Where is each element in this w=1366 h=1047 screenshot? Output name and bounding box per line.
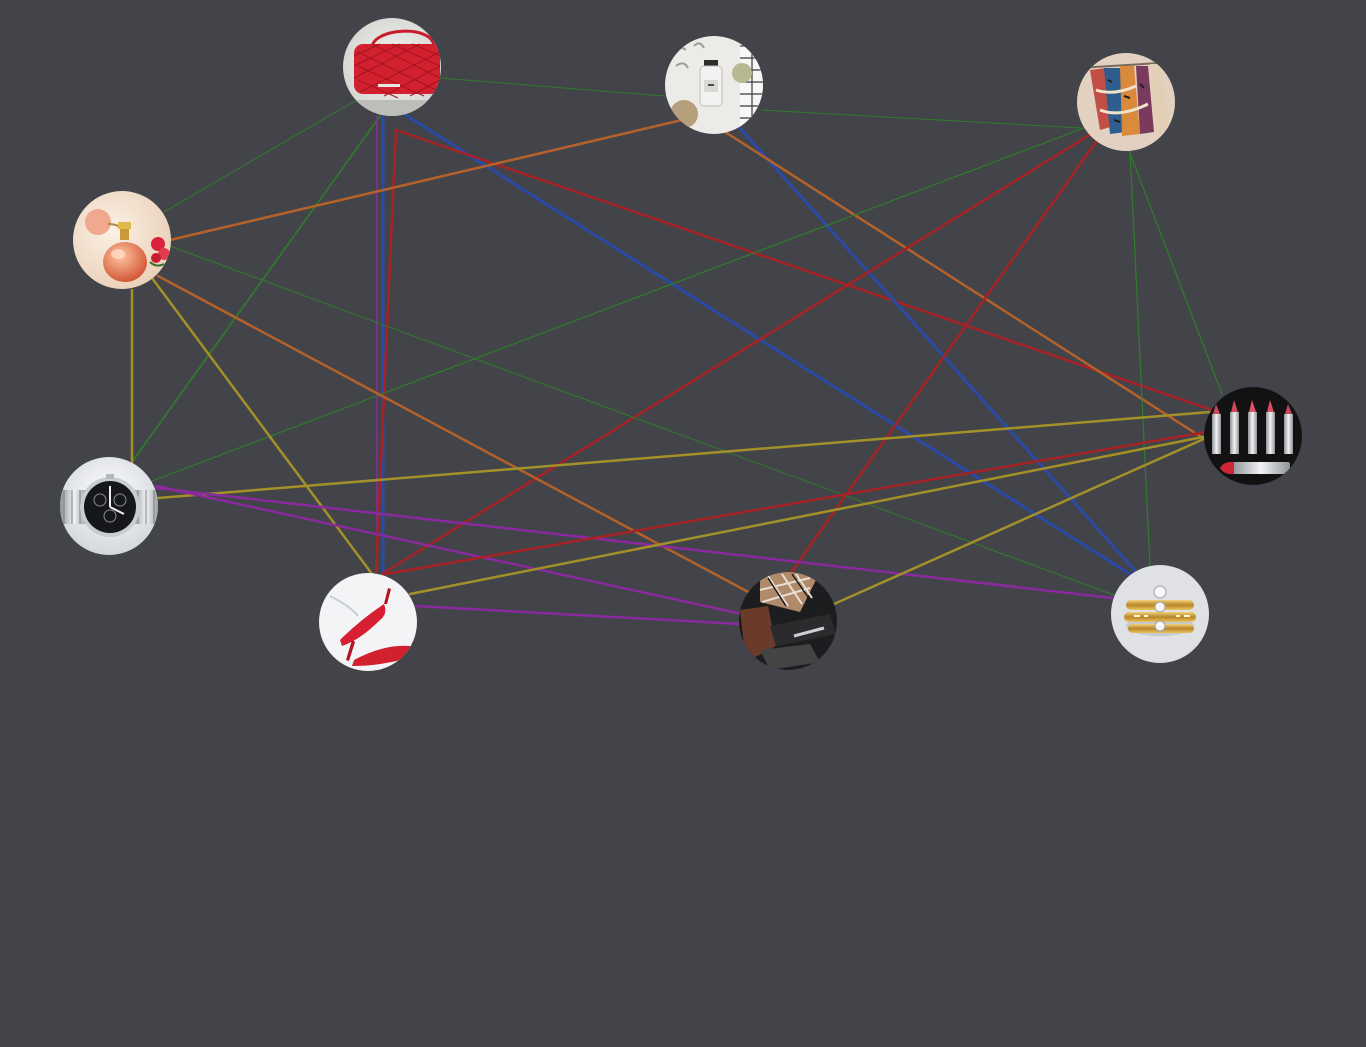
edge-perfume-scarf bbox=[156, 274, 754, 596]
node-layer bbox=[59, 15, 1303, 672]
edge-skincare-rings bbox=[736, 124, 1140, 576]
edge-clothing-rings bbox=[1129, 149, 1151, 567]
edge-handbag-rings bbox=[402, 112, 1138, 580]
red-high-heels-icon bbox=[319, 573, 417, 671]
node-rings[interactable] bbox=[1110, 564, 1210, 664]
perfume-bottle-icon bbox=[73, 191, 171, 289]
gold-rings-icon bbox=[1111, 565, 1209, 663]
node-watch[interactable] bbox=[59, 456, 160, 556]
edge-handbag-perfume bbox=[163, 97, 361, 213]
red-quilted-handbag-icon bbox=[343, 18, 441, 116]
edge-handbag-lipstick bbox=[394, 128, 1214, 412]
edge-clothing-heels bbox=[380, 130, 1096, 576]
edge-watch-scarf bbox=[154, 484, 744, 616]
edge-perfume-heels bbox=[150, 276, 374, 576]
edge-layer bbox=[130, 77, 1223, 626]
node-heels[interactable] bbox=[318, 572, 418, 672]
node-handbag[interactable] bbox=[340, 15, 450, 125]
edge-perfume-rings bbox=[169, 245, 1123, 599]
edge-skincare-lipstick bbox=[720, 128, 1208, 442]
lipstick-set-icon bbox=[1204, 387, 1302, 485]
edge-skincare-perfume bbox=[168, 118, 684, 242]
edge-handbag-heels bbox=[374, 128, 398, 574]
node-perfume[interactable] bbox=[72, 190, 172, 290]
plaid-scarf-bag-icon bbox=[739, 572, 837, 670]
node-lipstick[interactable] bbox=[1203, 386, 1303, 486]
node-scarf[interactable] bbox=[738, 571, 838, 671]
edge-clothing-lipstick bbox=[1127, 147, 1223, 395]
edge-heels-lipstick bbox=[384, 430, 1208, 576]
edge-handbag-watch bbox=[131, 115, 381, 463]
edge-watch-lipstick bbox=[156, 410, 1212, 500]
edge-scarf-lipstick bbox=[832, 436, 1208, 606]
clothing-rack-icon bbox=[1077, 53, 1175, 151]
edge-heels-lipstick bbox=[408, 434, 1210, 596]
edge-heels-scarf bbox=[414, 604, 742, 626]
edge-clothing-scarf bbox=[788, 134, 1102, 576]
node-clothing[interactable] bbox=[1076, 52, 1176, 152]
edge-clothing-watch bbox=[143, 127, 1085, 485]
edge-skincare-clothing bbox=[761, 109, 1081, 129]
edge-watch-rings bbox=[154, 486, 1114, 600]
wristwatch-icon bbox=[60, 457, 158, 555]
